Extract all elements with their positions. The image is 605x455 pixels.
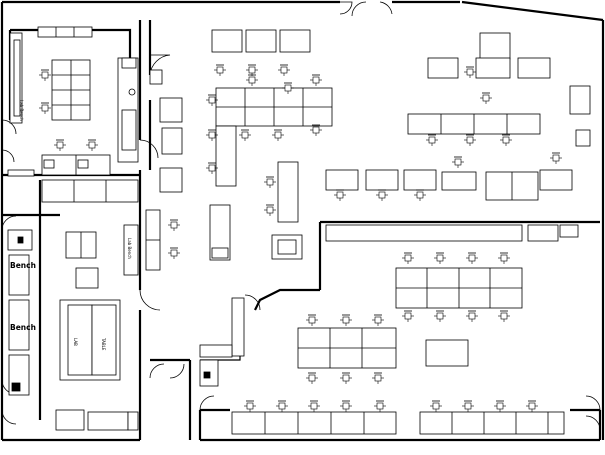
chair-icon <box>466 252 478 264</box>
chair-icon <box>426 134 438 146</box>
chair-icon <box>334 189 346 201</box>
chair-icon <box>340 314 352 326</box>
chair-icon <box>464 66 476 78</box>
chair-icon <box>206 94 218 106</box>
center-left-furniture <box>149 69 303 261</box>
cabinet-column <box>117 57 139 163</box>
vertical-label-1: Lab Bench <box>19 100 24 121</box>
chair-icon <box>54 139 66 151</box>
chair-icon <box>480 92 492 104</box>
bench-area: Bench Bench LAB TABLE <box>7 229 139 431</box>
vertical-label-2: Lab Bench <box>127 238 132 259</box>
chair-icon <box>434 310 446 322</box>
chair-icon <box>168 247 180 259</box>
chair-icon <box>372 372 384 384</box>
chair-icon <box>526 400 538 412</box>
chair-icon <box>376 189 388 201</box>
chair-icon <box>310 74 322 86</box>
chair-icon <box>39 69 51 81</box>
top-center-workstations <box>211 29 333 223</box>
chair-icon <box>500 134 512 146</box>
bottom-workstations <box>231 411 565 435</box>
chair-icon <box>414 189 426 201</box>
bench-label-bottom: Bench <box>10 323 36 332</box>
chair-icon <box>246 74 258 86</box>
chair-icon <box>498 252 510 264</box>
chair-icon <box>264 204 276 216</box>
chair-icon <box>239 129 251 141</box>
chair-icon <box>306 314 318 326</box>
chair-icon <box>374 400 386 412</box>
chair-icon <box>206 162 218 174</box>
chair-icon <box>278 64 290 76</box>
lab-bench-column: Lab Bench <box>123 209 161 276</box>
chairs <box>39 64 562 412</box>
chair-icon <box>264 176 276 188</box>
chair-icon <box>244 400 256 412</box>
bench-label-top: Bench <box>10 261 36 270</box>
chair-icon <box>214 64 226 76</box>
chair-icon <box>372 314 384 326</box>
chair-icon <box>494 400 506 412</box>
chair-icon <box>550 152 562 164</box>
top-left-room: Lab Bench <box>9 26 111 176</box>
chair-icon <box>340 372 352 384</box>
chair-icon <box>306 372 318 384</box>
chair-icon <box>310 124 322 136</box>
chair-icon <box>86 139 98 151</box>
top-right-area <box>325 32 591 201</box>
chair-icon <box>308 400 320 412</box>
left-mid-cabinets <box>7 169 139 203</box>
chair-icon <box>430 400 442 412</box>
chair-icon <box>466 310 478 322</box>
chair-icon <box>282 82 294 94</box>
chair-icon <box>498 310 510 322</box>
right-middle-room <box>199 224 579 387</box>
chair-icon <box>276 400 288 412</box>
chair-icon <box>434 252 446 264</box>
chair-icon <box>402 310 414 322</box>
chair-icon <box>39 102 51 114</box>
chair-icon <box>402 252 414 264</box>
vertical-label-3: LAB <box>73 338 78 346</box>
chair-icon <box>168 219 180 231</box>
chair-icon <box>246 64 258 76</box>
chair-icon <box>340 400 352 412</box>
chair-icon <box>206 129 218 141</box>
chair-icon <box>464 134 476 146</box>
chair-icon <box>462 400 474 412</box>
vertical-label-4: TABLE <box>101 337 106 351</box>
chair-icon <box>452 156 464 168</box>
chair-icon <box>272 129 284 141</box>
